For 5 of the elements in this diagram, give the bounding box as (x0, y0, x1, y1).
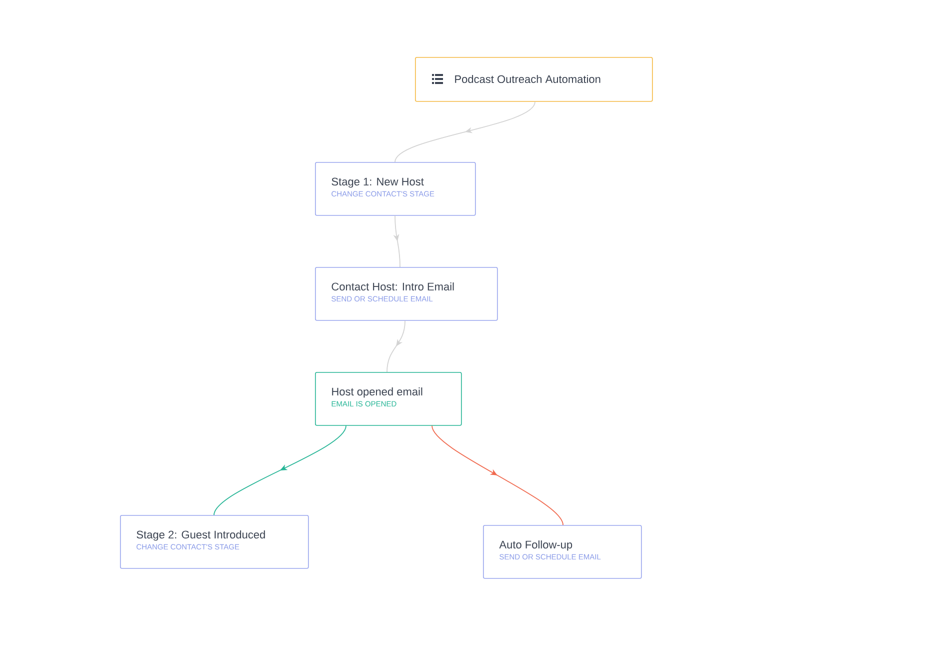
arrow (394, 101, 536, 162)
trigger-box: Podcast Outreach Automation (415, 57, 653, 102)
arrow (432, 425, 564, 526)
arrow (214, 425, 346, 516)
arrow (386, 320, 406, 372)
